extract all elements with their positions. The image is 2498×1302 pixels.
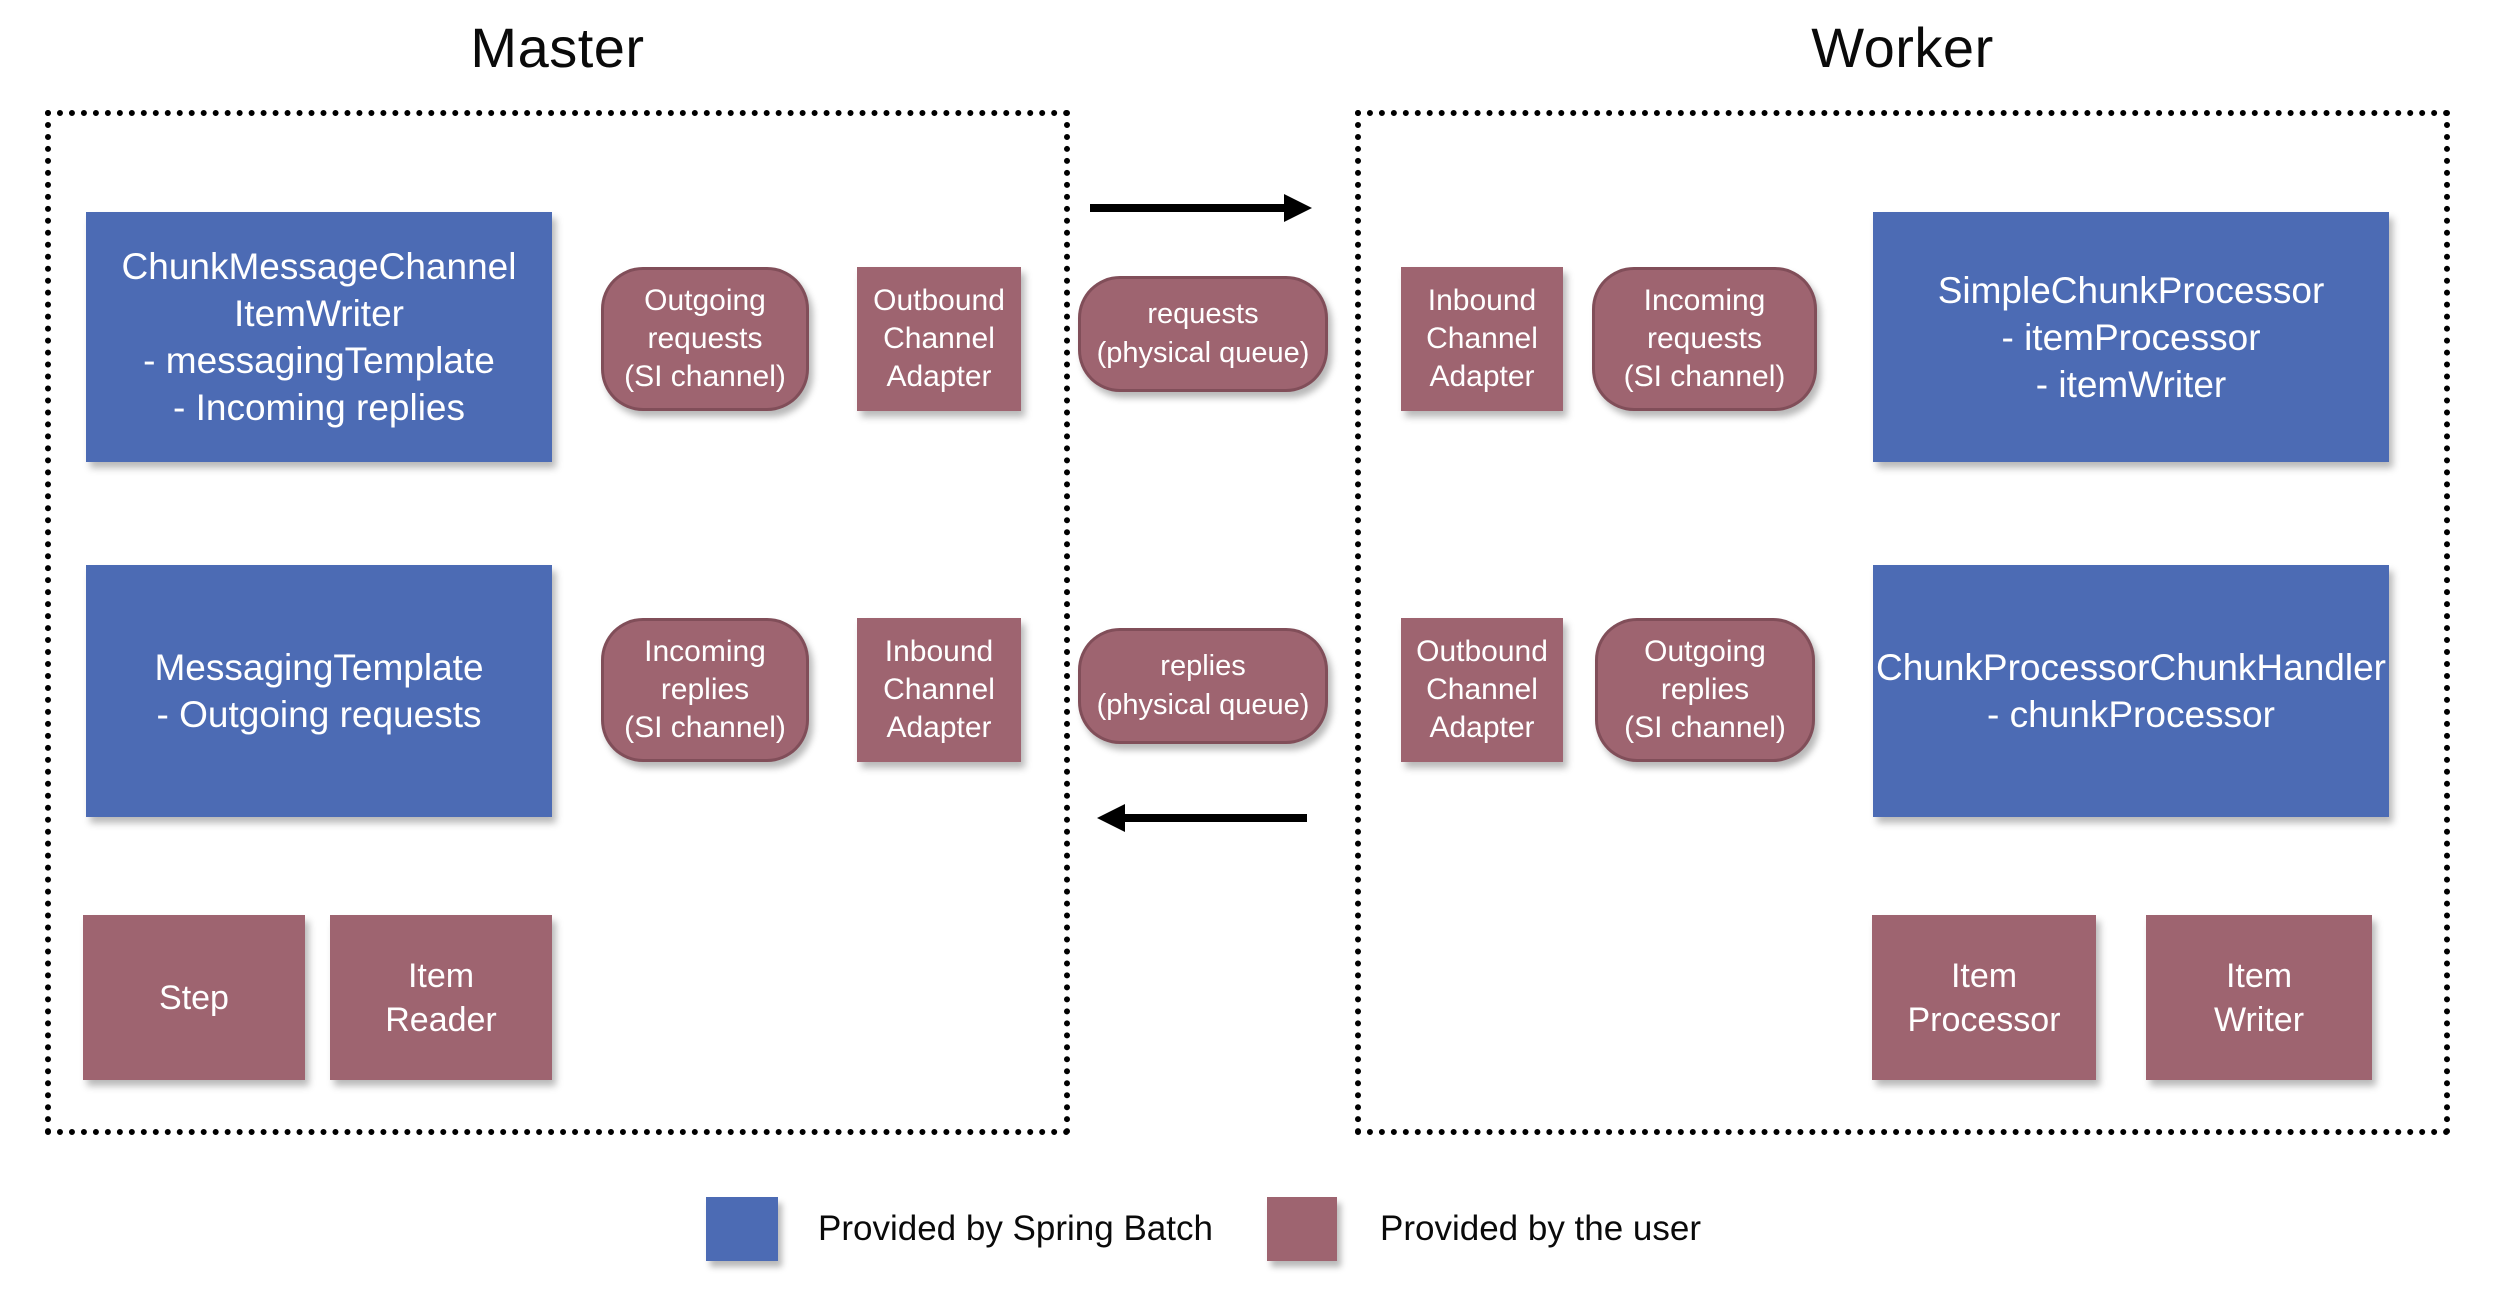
replies-physical-queue-box: replies (physical queue) — [1078, 628, 1328, 744]
legend-swatch-user — [1267, 1197, 1337, 1261]
text-line: (SI channel) — [624, 360, 786, 393]
requests-arrow-head — [1284, 194, 1312, 222]
step-box: Step — [83, 915, 305, 1080]
simple-chunk-processor-box: SimpleChunkProcessor - itemProcessor - ite… — [1873, 212, 2389, 462]
replies-arrow-head — [1097, 804, 1125, 832]
text-line: Reader — [385, 1000, 497, 1039]
legend-label-spring-batch: Provided by Spring Batch — [818, 1209, 1213, 1248]
text-line: Channel — [1426, 322, 1538, 355]
text-line: Outbound — [873, 284, 1005, 317]
text-line: ChunkProcessorChunkHandler — [1875, 647, 2387, 688]
text-line: - itemProcessor — [2001, 316, 2261, 358]
worker-title: Worker — [1811, 15, 1994, 79]
incoming-replies-channel-box: Incoming replies (SI channel) — [601, 618, 809, 762]
text-line: - Incoming replies — [172, 387, 465, 428]
text-line: MessagingTemplate — [154, 647, 484, 688]
text-line: replies — [1160, 650, 1246, 682]
text-line: Adapter — [886, 360, 992, 393]
replies-arrow-shaft — [1125, 814, 1307, 822]
text-line: - Outgoing requests — [156, 694, 482, 735]
text-line: Outgoing — [644, 284, 766, 317]
messaging-template-box: MessagingTemplate - Outgoing requests — [86, 565, 552, 817]
text-line: - chunkProcessor — [1987, 694, 2275, 735]
worker-container — [1355, 110, 2450, 1135]
text-line: requests — [1147, 298, 1259, 330]
text-line: requests — [1646, 322, 1763, 355]
text-line: Inbound — [884, 635, 994, 668]
text-line: Item — [2225, 956, 2293, 995]
text-line: Outbound — [1416, 635, 1548, 668]
worker-incoming-requests-channel-box: Incoming requests (SI channel) — [1592, 267, 1817, 411]
text-line: (SI channel) — [624, 711, 786, 744]
text-line: Adapter — [886, 711, 992, 744]
text-line: Incoming — [644, 635, 766, 668]
text-line: - itemWriter — [2035, 363, 2227, 405]
worker-outgoing-replies-channel-box: Outgoing replies (SI channel) — [1595, 618, 1815, 762]
outgoing-requests-channel-box: Outgoing requests (SI channel) — [601, 267, 809, 411]
master-container — [45, 110, 1070, 1135]
legend-label-user: Provided by the user — [1380, 1209, 1702, 1248]
text-line: Adapter — [1429, 711, 1535, 744]
text-line: - messagingTemplate — [143, 340, 495, 381]
text-line: (SI channel) — [1624, 711, 1786, 744]
master-title: Master — [470, 15, 645, 79]
text-line: Incoming — [1643, 284, 1766, 317]
requests-physical-queue-box: requests (physical queue) — [1078, 276, 1328, 392]
text-line: ChunkMessageChannel — [121, 246, 517, 287]
text-line: requests — [647, 322, 763, 355]
text-line: (physical queue) — [1096, 689, 1310, 721]
text-line: Channel — [1426, 673, 1538, 706]
text-line: (physical queue) — [1096, 337, 1310, 369]
text-line: Adapter — [1429, 360, 1535, 393]
text-line: replies — [1660, 673, 1750, 706]
text-line: Item — [1950, 956, 2018, 995]
text-line: Processor — [1907, 1000, 2061, 1039]
text-line: Channel — [883, 322, 995, 355]
chunk-processor-chunk-handler-box: ChunkProcessorChunkHandler - chunkProcess… — [1873, 565, 2389, 817]
text-line: replies — [660, 673, 750, 706]
text-line: Step — [159, 978, 229, 1017]
text-line: Outgoing — [1644, 635, 1766, 668]
requests-arrow-shaft — [1090, 204, 1286, 212]
legend-swatch-spring-batch — [706, 1197, 778, 1261]
text-line: Item — [407, 956, 475, 995]
text-line: ItemWriter — [234, 293, 404, 334]
text-line: SimpleChunkProcessor — [1937, 269, 2325, 311]
text-line: Inbound — [1427, 284, 1537, 317]
text-line: Writer — [2213, 1000, 2305, 1039]
text-line: (SI channel) — [1623, 360, 1786, 393]
text-line: Channel — [883, 673, 995, 706]
